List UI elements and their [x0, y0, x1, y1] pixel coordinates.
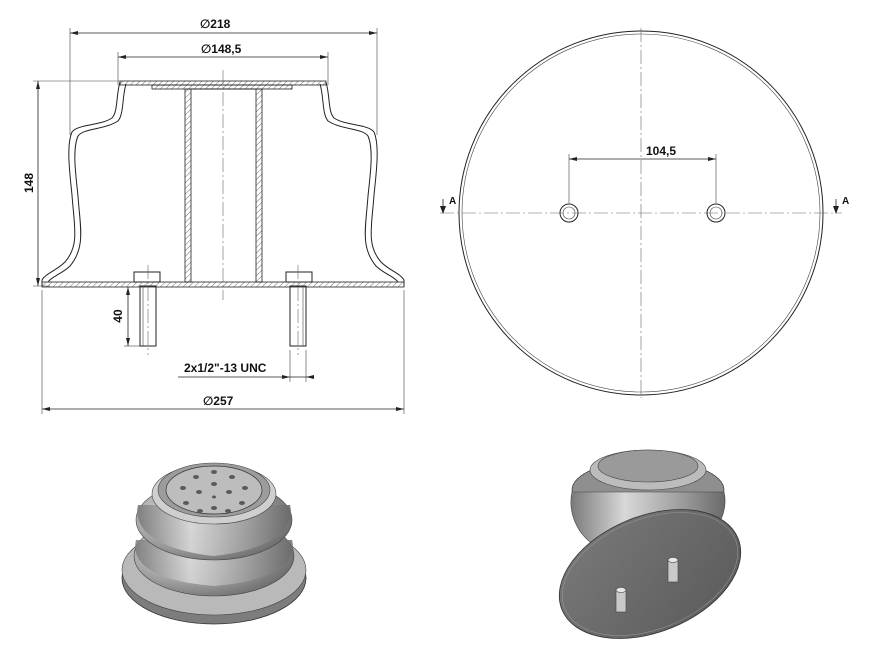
- section-marker-left: A: [440, 196, 456, 214]
- section-marker-right: A: [833, 196, 849, 214]
- bellows-wall-left: [41, 81, 121, 286]
- dim-top-inner-value: 148,5: [211, 42, 241, 56]
- stud-hole-right: [706, 203, 726, 223]
- dim-top-outer: ∅218: [69, 17, 378, 135]
- stud-left: [133, 265, 161, 355]
- dim-stud-spacing: 104,5: [568, 144, 717, 203]
- bumper-wall-left: [184, 88, 192, 283]
- stud-render-2: [615, 587, 627, 613]
- dim-base-value: 257: [213, 394, 233, 408]
- dim-stud-length: 40: [111, 287, 140, 347]
- plan-view: 104,5 A A: [440, 28, 849, 398]
- render-top-iso: [121, 462, 307, 625]
- bumper-wall-right: [255, 88, 263, 283]
- dim-base: ∅257: [41, 290, 405, 414]
- dim-stud-length-value: 40: [111, 309, 125, 323]
- svg-text:A: A: [449, 196, 456, 207]
- stud-render-1: [667, 557, 679, 583]
- section-view: ∅218 ∅148,5 148: [22, 17, 405, 414]
- svg-text:∅257: ∅257: [203, 394, 234, 408]
- bellows-wall-right: [325, 81, 405, 286]
- stud-hole-left: [559, 203, 579, 223]
- svg-text:A: A: [842, 196, 849, 207]
- dim-thread: 2x1/2"-13 UNC: [178, 350, 314, 382]
- dim-height-value: 148: [22, 173, 36, 193]
- svg-text:∅218: ∅218: [200, 17, 231, 31]
- diameter-symbol: ∅: [200, 17, 210, 31]
- render-bottom-iso: [558, 449, 742, 639]
- stud-right: [285, 265, 313, 355]
- dim-top-inner: ∅148,5: [117, 42, 329, 85]
- dim-stud-spacing-value: 104,5: [646, 144, 676, 158]
- svg-text:∅148,5: ∅148,5: [201, 42, 242, 56]
- dim-top-outer-value: 218: [210, 17, 230, 31]
- dim-thread-value: 2x1/2"-13 UNC: [184, 361, 267, 375]
